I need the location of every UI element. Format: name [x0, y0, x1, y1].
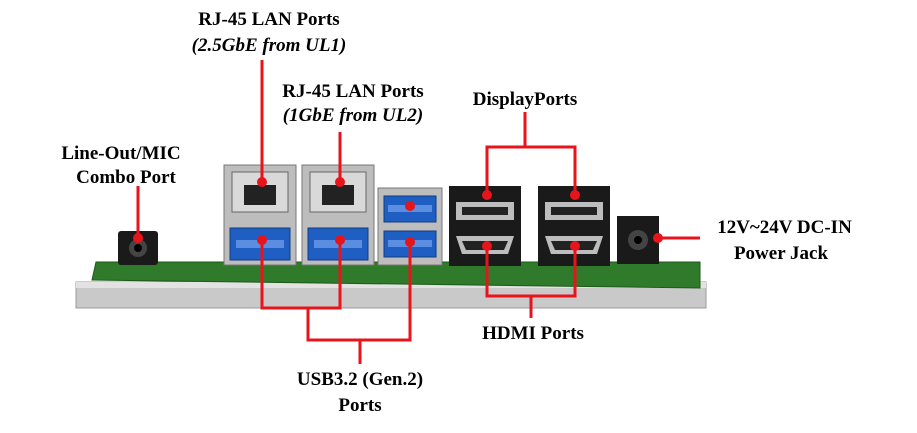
- dcin-label-line2: Power Jack: [733, 243, 829, 264]
- dot-hdmi-1: [482, 241, 492, 251]
- lineout-label-line1: Line-Out/MIC: [61, 143, 181, 164]
- usb-label-line2: Ports: [338, 395, 382, 416]
- dot-dp-2: [570, 190, 580, 200]
- chassis-highlight: [76, 282, 706, 288]
- callout-dp: [485, 112, 527, 195]
- lan25-title-label: RJ-45 LAN Ports: [198, 9, 340, 30]
- dot-hdmi-2: [570, 241, 580, 251]
- callout-dots: [133, 177, 663, 251]
- dot-lan1: [335, 177, 345, 187]
- callout-usb-stem: [306, 308, 362, 364]
- dc-jack: [617, 216, 659, 264]
- dot-dcin: [653, 233, 663, 243]
- callout-usb-left: [260, 240, 342, 310]
- callout-dp-right: [525, 145, 577, 195]
- callout-usb-right: [360, 242, 412, 342]
- usb-stack: [377, 187, 443, 266]
- dot-lan25: [257, 177, 267, 187]
- lan1-title-label: RJ-45 LAN Ports: [282, 81, 424, 102]
- dcin-label-line1: 12V~24V DC-IN: [717, 217, 852, 238]
- lineout-label-line2: Combo Port: [76, 167, 176, 188]
- dot-dp-1: [482, 190, 492, 200]
- callout-lines: [136, 60, 700, 364]
- dot-usb-3: [405, 201, 415, 211]
- dot-usb-1: [257, 235, 267, 245]
- dot-usb-2: [335, 235, 345, 245]
- hdmi-label: HDMI Ports: [482, 323, 584, 344]
- usb-label-line1: USB3.2 (Gen.2): [296, 369, 424, 390]
- displayports-label: DisplayPorts: [472, 89, 578, 110]
- audio-jack: [118, 231, 158, 265]
- lan1-sub-label: (1GbE from UL2): [282, 105, 424, 126]
- dot-lineout: [133, 233, 143, 243]
- lan25-sub-label: (2.5GbE from UL1): [191, 35, 347, 56]
- dot-usb-4: [405, 237, 415, 247]
